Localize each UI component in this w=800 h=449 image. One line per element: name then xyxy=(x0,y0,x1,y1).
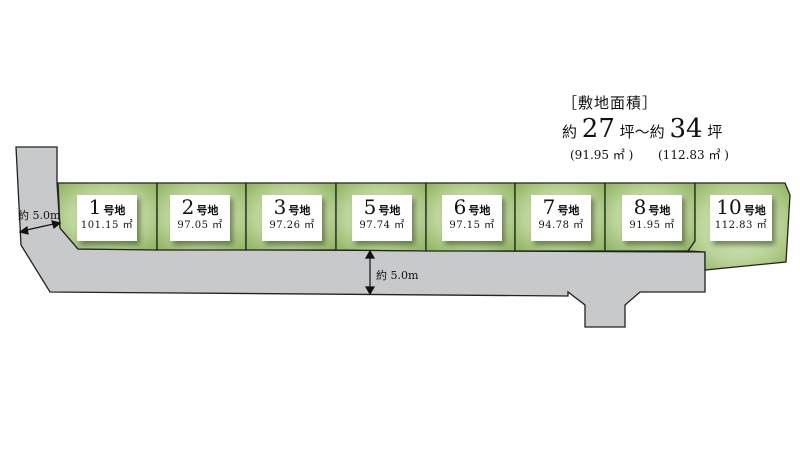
dimension-arrows xyxy=(18,220,376,296)
lot-number: 1 xyxy=(88,195,102,219)
max-tsubo: 34 xyxy=(669,114,703,144)
min-tsubo: 27 xyxy=(581,114,615,144)
summary-title: ［敷地面積］ xyxy=(562,94,659,112)
lot-suffix: 号地 xyxy=(378,204,401,217)
lot-suffix: 号地 xyxy=(648,204,671,217)
lot-area: 97.74 ㎡ xyxy=(359,220,405,231)
lot-area: 97.05 ㎡ xyxy=(177,220,223,231)
road-width-main-label: 約 5.0m xyxy=(376,269,419,282)
lot-area: 101.15 ㎡ xyxy=(80,220,134,231)
tsubo-unit: 坪 xyxy=(707,123,723,141)
lot-area: 97.15 ㎡ xyxy=(449,220,495,231)
lot-suffix: 号地 xyxy=(468,204,491,217)
lot-suffix: 号地 xyxy=(743,204,766,217)
lot-number: 10 xyxy=(716,195,742,219)
lot-area: 112.83 ㎡ xyxy=(714,220,768,231)
lot-number: 2 xyxy=(181,195,195,219)
min-sqm: (91.95 ㎡ ) xyxy=(570,148,634,162)
lot-number: 8 xyxy=(633,195,647,219)
lot-suffix: 号地 xyxy=(103,204,126,217)
lot-suffix: 号地 xyxy=(196,204,219,217)
road-width-left-label: 約 5.0m xyxy=(18,209,61,222)
max-sqm: (112.83 ㎡ ) xyxy=(658,148,729,162)
lot-area: 94.78 ㎡ xyxy=(538,220,584,231)
approx-prefix: 約 xyxy=(562,123,578,141)
lot-area: 91.95 ㎡ xyxy=(629,220,675,231)
lot-suffix: 号地 xyxy=(288,204,311,217)
lot-area: 97.26 ㎡ xyxy=(269,220,315,231)
tsubo-unit-range: 坪～約 xyxy=(619,123,665,141)
lot-suffix: 号地 xyxy=(557,204,580,217)
lot-number: 3 xyxy=(273,195,287,219)
summary-tsubo-range: 約 27 坪～約 34 坪 xyxy=(562,114,722,144)
lot-number: 5 xyxy=(363,195,377,219)
lot-number: 7 xyxy=(542,195,556,219)
lot-number: 6 xyxy=(453,195,467,219)
